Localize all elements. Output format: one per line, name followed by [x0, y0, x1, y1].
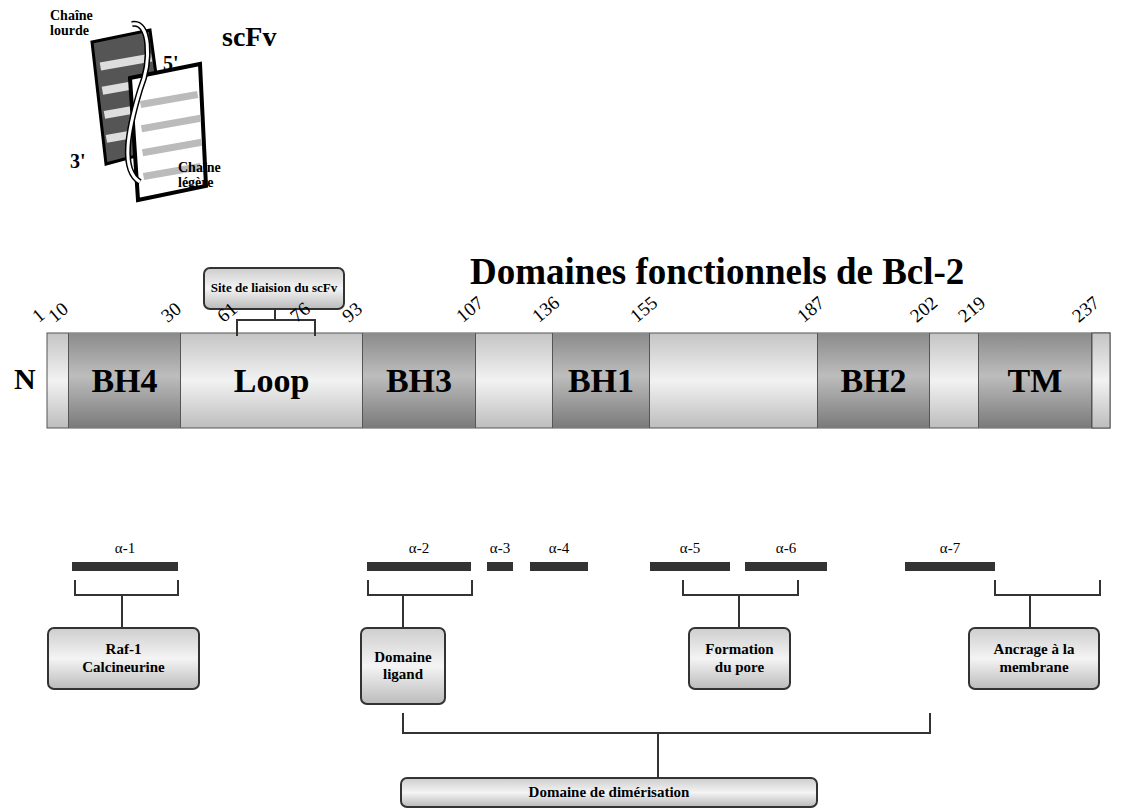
residue-number: 155 [627, 293, 662, 327]
helix-label: α-7 [940, 540, 960, 557]
function-box: Raf-1 Calcineurine [47, 627, 200, 690]
residue-number: 136 [529, 293, 564, 327]
box-text: Site de liaision du scFv [211, 281, 337, 296]
protein-bar [47, 333, 1110, 428]
box-text: Formation du pore [700, 641, 780, 676]
box-text: Ancrage à la membrane [984, 641, 1084, 676]
illustration-title: scFv [222, 22, 276, 53]
domain-segment: BH2 [817, 333, 930, 428]
residue-number: 187 [794, 293, 829, 327]
helix-label: α-5 [680, 540, 700, 557]
residue-number: 202 [907, 293, 942, 327]
residue-number: 219 [955, 293, 990, 327]
domain-name: BH1 [568, 361, 634, 400]
box-text: Domaine de dimérisation [529, 784, 690, 801]
domain-segment: BH3 [362, 333, 476, 428]
residue-number: 237 [1069, 293, 1104, 327]
residue-number: 10 [45, 299, 73, 327]
residue-number: 107 [453, 293, 488, 327]
terminus-label: N [14, 362, 36, 395]
diagram-title: Domaines fonctionnels de Bcl-2 [470, 250, 964, 293]
part-label: Chaîne lourde [50, 8, 106, 39]
box-text: Raf-1 Calcineurine [74, 641, 174, 676]
domain-name: Loop [234, 361, 310, 400]
domain-name: BH3 [386, 361, 452, 400]
helix-label: α-1 [115, 540, 135, 557]
domain-name: BH4 [91, 361, 157, 400]
helix-label: α-2 [409, 540, 429, 557]
domain-segment: BH1 [552, 333, 650, 428]
helix-label: α-3 [490, 540, 510, 557]
helix-bars [72, 562, 995, 571]
helix-label: α-4 [549, 540, 569, 557]
function-box: Domaine de dimérisation [400, 777, 818, 808]
domain-name: TM [1008, 361, 1063, 400]
part-label: Chaîne légère [178, 160, 234, 191]
domain-segment: BH4 [68, 333, 181, 428]
part-label: 5' [163, 52, 179, 74]
part-label: 3' [70, 150, 86, 172]
helix-label: α-6 [776, 540, 796, 557]
box-text: Domaine ligand [368, 649, 438, 684]
domain-segment: Loop [181, 333, 362, 428]
function-box: Domaine ligand [360, 627, 446, 705]
function-box: Formation du pore [688, 627, 791, 690]
brackets [75, 310, 1100, 777]
domain-name: BH2 [840, 361, 906, 400]
domain-segment: TM [978, 333, 1092, 428]
function-box: Ancrage à la membrane [968, 627, 1100, 690]
residue-number: 30 [158, 299, 186, 327]
